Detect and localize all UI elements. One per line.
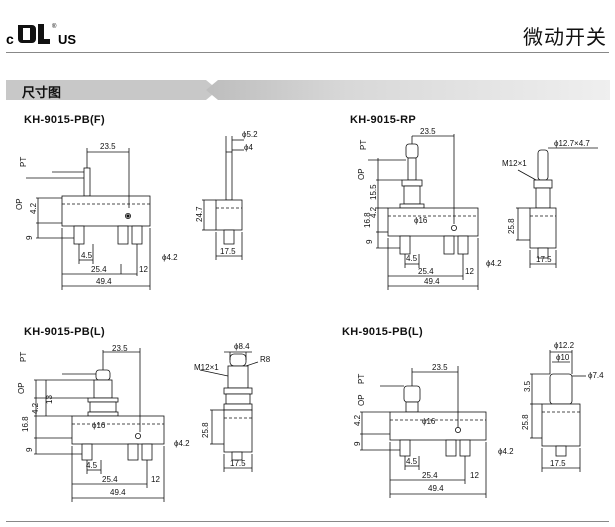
svg-text:PT: PT	[359, 140, 368, 150]
svg-text:3.5: 3.5	[523, 380, 532, 392]
rp-front-view: 23.5 PT OP 15.5 4.2 16.8 9 ϕ16 4.5 25.4 …	[357, 127, 479, 290]
svg-text:12: 12	[465, 267, 474, 276]
pbl-side-view: M12×1 ϕ8.4 R8 25.8 17.5 ϕ4.2	[174, 342, 271, 472]
svg-text:OP: OP	[357, 394, 366, 406]
svg-text:PT: PT	[19, 157, 28, 167]
svg-text:4.5: 4.5	[81, 251, 93, 260]
svg-text:25.4: 25.4	[91, 265, 107, 274]
svg-text:PT: PT	[357, 374, 366, 384]
svg-text:ϕ8.4: ϕ8.4	[234, 342, 250, 351]
pbf-side-view: ϕ5.2 ϕ4 24.7 17.5 ϕ4.2	[162, 130, 258, 262]
svg-text:17.5: 17.5	[220, 247, 236, 256]
cul-us-logo: c ® US	[6, 23, 76, 47]
svg-text:23.5: 23.5	[432, 363, 448, 372]
svg-text:25.4: 25.4	[422, 471, 438, 480]
rp-side-view: ϕ12.7×4.7 M12×1 25.8 17.5 ϕ4.2	[486, 139, 598, 268]
svg-text:17.5: 17.5	[230, 459, 246, 468]
svg-text:9: 9	[25, 447, 34, 452]
svg-text:25.4: 25.4	[102, 475, 118, 484]
svg-text:4.2: 4.2	[31, 402, 40, 414]
svg-text:49.4: 49.4	[424, 277, 440, 286]
svg-text:15.5: 15.5	[369, 184, 378, 200]
pbl-2-front-view: 23.5 PT OP 4.2 9 ϕ16 4.5 25.4 12 49.4	[353, 363, 487, 498]
svg-text:ϕ4.2: ϕ4.2	[174, 439, 190, 448]
svg-text:13: 13	[45, 395, 54, 404]
section-title: 尺寸图	[22, 86, 62, 101]
svg-text:17.5: 17.5	[536, 255, 552, 264]
page-title: 微动开关	[523, 25, 607, 49]
svg-text:9: 9	[353, 441, 362, 446]
bottom-divider	[6, 521, 609, 522]
svg-text:ϕ16: ϕ16	[92, 421, 106, 430]
pbl-2-side-view: ϕ12.2 ϕ10 ϕ7.4 3.5 25.8 17.5 ϕ4.2	[498, 341, 604, 472]
svg-text:ϕ16: ϕ16	[414, 216, 428, 225]
svg-text:4.5: 4.5	[406, 254, 418, 263]
svg-text:25.4: 25.4	[418, 267, 434, 276]
svg-text:12: 12	[139, 265, 148, 274]
svg-text:9: 9	[365, 239, 374, 244]
model-title-pbf: KH-9015-PB(F)	[24, 114, 105, 126]
svg-text:4.2: 4.2	[353, 414, 362, 426]
svg-text:23.5: 23.5	[100, 142, 116, 151]
svg-text:ϕ4.2: ϕ4.2	[498, 447, 514, 456]
svg-text:ϕ4.2: ϕ4.2	[486, 259, 502, 268]
svg-text:ϕ7.4: ϕ7.4	[588, 371, 604, 380]
model-title-pbl: KH-9015-PB(L)	[24, 326, 105, 338]
model-title-rp: KH-9015-RP	[350, 114, 416, 126]
svg-text:25.8: 25.8	[201, 422, 210, 438]
svg-text:12: 12	[470, 471, 479, 480]
svg-text:ϕ10: ϕ10	[556, 353, 570, 362]
svg-text:24.7: 24.7	[195, 206, 204, 222]
svg-text:M12×1: M12×1	[194, 363, 219, 372]
svg-text:17.5: 17.5	[550, 459, 566, 468]
svg-text:25.8: 25.8	[521, 414, 530, 430]
header-divider	[6, 52, 609, 53]
svg-text:ϕ5.2: ϕ5.2	[242, 130, 258, 139]
pbl-front-view: 23.5 PT OP 13 4.2 16.8 9 ϕ16 4.5 25.4 12…	[17, 344, 165, 502]
svg-text:R8: R8	[260, 355, 271, 364]
svg-text:ϕ16: ϕ16	[422, 417, 436, 426]
svg-text:OP: OP	[15, 198, 24, 210]
svg-text:c: c	[6, 31, 14, 47]
svg-text:4.5: 4.5	[86, 461, 98, 470]
svg-text:OP: OP	[17, 382, 26, 394]
svg-text:ϕ12.7×4.7: ϕ12.7×4.7	[554, 139, 590, 148]
svg-text:ϕ12.2: ϕ12.2	[554, 341, 575, 350]
svg-text:4.2: 4.2	[369, 206, 378, 218]
svg-text:49.4: 49.4	[110, 488, 126, 497]
section-bar	[6, 80, 610, 100]
pbf-front-view: 23.5 PT OP 4.2 9 4.5 25.4 12 49.4	[15, 142, 151, 290]
svg-text:23.5: 23.5	[420, 127, 436, 136]
svg-text:OP: OP	[357, 168, 366, 180]
svg-text:US: US	[58, 32, 76, 47]
svg-text:ϕ4.2: ϕ4.2	[162, 253, 178, 262]
model-title-pbl-2: KH-9015-PB(L)	[342, 326, 423, 338]
svg-text:25.8: 25.8	[507, 218, 516, 234]
svg-text:12: 12	[151, 475, 160, 484]
svg-text:49.4: 49.4	[428, 484, 444, 493]
svg-text:PT: PT	[19, 352, 28, 362]
svg-text:16.8: 16.8	[363, 212, 372, 228]
svg-text:®: ®	[52, 23, 57, 30]
svg-text:M12×1: M12×1	[502, 159, 527, 168]
svg-text:4.5: 4.5	[406, 457, 418, 466]
svg-text:4.2: 4.2	[29, 202, 38, 214]
svg-text:ϕ4: ϕ4	[244, 143, 253, 152]
svg-text:23.5: 23.5	[112, 344, 128, 353]
page-header: c ® US 微动开关	[0, 0, 615, 56]
svg-text:9: 9	[25, 235, 34, 240]
svg-text:16.8: 16.8	[21, 416, 30, 432]
svg-text:49.4: 49.4	[96, 277, 112, 286]
